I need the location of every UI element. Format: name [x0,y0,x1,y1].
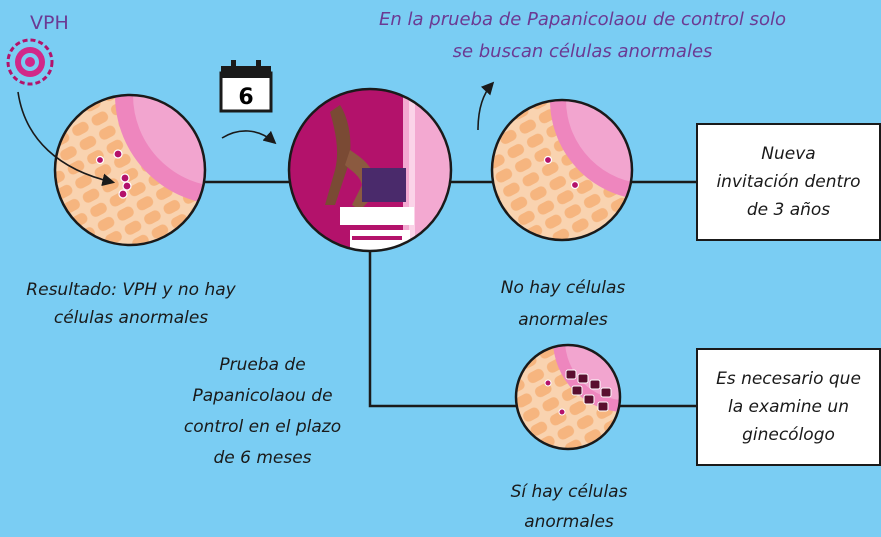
curved-arrow-icon [17,91,116,187]
new-invitation-box: Nueva invitación dentro de 3 años [696,123,881,241]
curved-arrow-icon [477,81,495,131]
tissue-circle-normal [490,98,634,242]
calendar-icon: 6 [219,60,273,113]
connector-lines [205,180,696,408]
gynecologist-box: Es necesario que la examine un ginecólog… [696,348,881,466]
abnormal-result-label: Sí hay células anormales [510,482,628,532]
virus-icon [6,38,54,86]
control-test-note: En la prueba de Papanicolaou de control … [379,9,786,62]
hpv-label: VPH [30,12,69,34]
curved-arrow-icon [221,130,277,145]
result-label: Resultado: VPH y no hay células anormale… [26,280,236,328]
tissue-circle-abnormal [514,343,622,451]
tissue-circle-hpv [53,93,207,247]
followup-test-label: Prueba de Papanicolaou de control en el … [183,355,342,468]
exam-circle [287,87,453,253]
calendar-number: 6 [238,85,253,110]
normal-result-label: No hay células anormales [500,278,626,330]
